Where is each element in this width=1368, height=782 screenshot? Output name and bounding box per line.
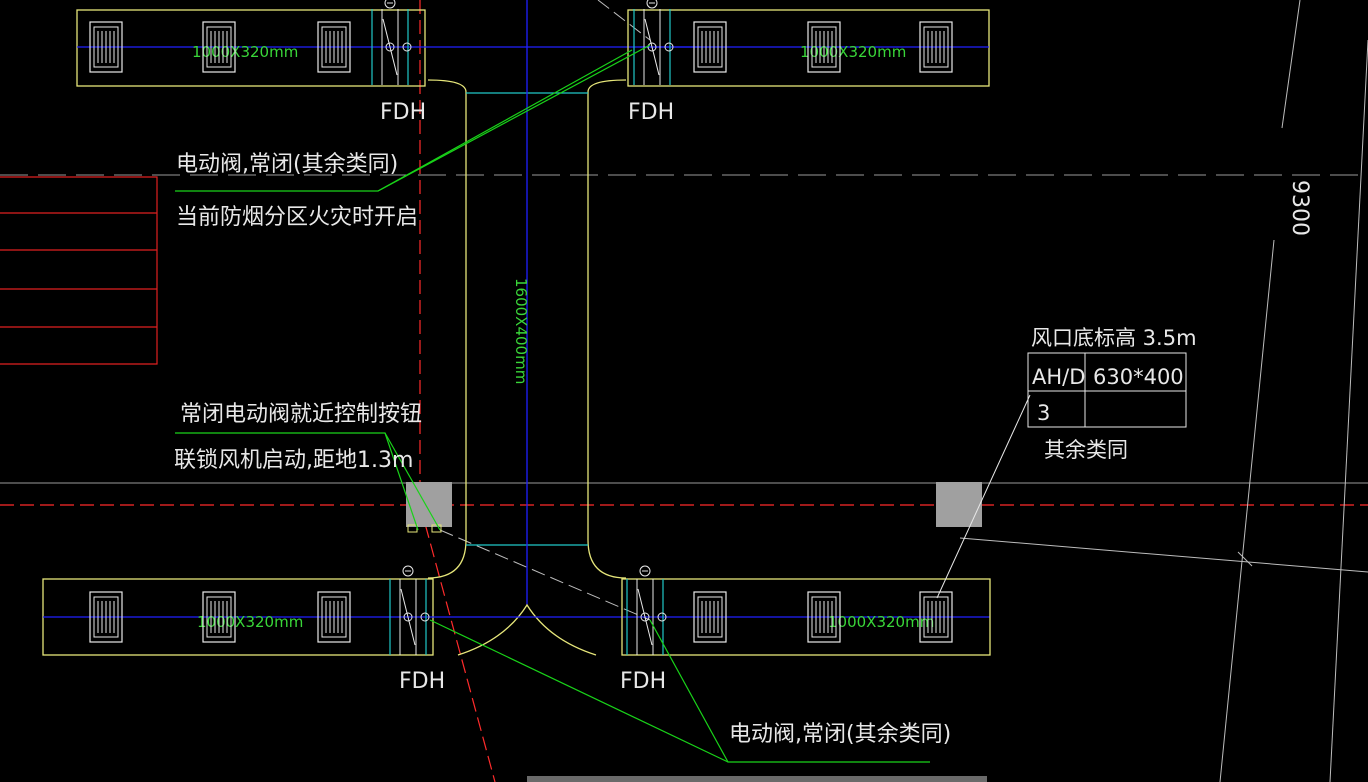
outlet-spec-table: 风口底标高 3.5m AH/D 630*400 3 其余类同 <box>1027 326 1197 462</box>
stair-block <box>0 176 158 365</box>
duct-size-bottom-left: 1000X320mm <box>197 613 303 631</box>
air-grille-icon <box>317 21 351 73</box>
vertical-duct-tee-curve <box>457 603 597 656</box>
air-grille-icon <box>807 21 841 73</box>
table-cell-qty: 3 <box>1037 401 1050 425</box>
fire-dampers <box>371 0 674 655</box>
leader-outlet-note <box>936 394 1031 599</box>
fdh-label-bottom-left: FDH <box>399 669 445 694</box>
valve-note-line-1: 电动阀,常闭(其余类同) <box>176 152 398 177</box>
outlet-elevation-title: 风口底标高 3.5m <box>1031 326 1197 350</box>
air-grilles <box>89 21 953 643</box>
air-grille-icon <box>919 21 953 73</box>
fire-damper-symbol <box>626 565 667 655</box>
tick-mark <box>1237 551 1253 567</box>
dashed-diagonal-top <box>597 0 651 41</box>
button-note-line-1: 常闭电动阀就近控制按钮 <box>180 402 422 427</box>
top-duct-left: 1000X320mm <box>76 9 700 87</box>
air-grille-icon <box>89 591 123 643</box>
fire-damper-symbol <box>371 0 412 85</box>
vertical-duct-left-top-curve <box>427 79 467 93</box>
duct-body <box>627 9 990 87</box>
vertical-duct: 1600X400mm <box>427 0 627 656</box>
table-border <box>1027 352 1187 428</box>
valve-note-line-2: 当前防烟分区火灾时开启 <box>176 205 418 230</box>
air-grille-icon <box>693 591 727 643</box>
dashed-diagonal <box>439 529 651 621</box>
air-grille-icon <box>317 591 351 643</box>
bottom-scroll-strip <box>527 776 987 782</box>
fdh-label-bottom-right: FDH <box>620 669 666 694</box>
dimension-9300: 9300 <box>1287 180 1312 236</box>
air-grille-icon <box>693 21 727 73</box>
leader-valve-note-top-2 <box>377 49 633 192</box>
red-axis-diagonal <box>419 504 496 782</box>
slanted-wall-line-3 <box>1329 39 1368 782</box>
air-grille-icon <box>89 21 123 73</box>
duct-body <box>76 9 426 87</box>
duct-size-vertical: 1600X400mm <box>512 278 530 384</box>
leader-lines <box>175 44 930 763</box>
fdh-label-top-right: FDH <box>628 100 674 125</box>
control-button-box-left <box>406 482 452 527</box>
leader-valve-note-bottom-2 <box>429 619 729 763</box>
duct-size-top-left: 1000X320mm <box>192 43 298 61</box>
slanted-wall-line-4 <box>959 537 1368 573</box>
vertical-duct-left-wall <box>427 92 467 579</box>
duct-size-bottom-right: 1000X320mm <box>828 613 934 631</box>
duct-body <box>621 578 991 656</box>
leader-button-note-2 <box>384 432 441 531</box>
control-button-box-right <box>936 482 982 527</box>
fire-damper-symbol <box>389 565 430 655</box>
stair-outline <box>0 176 158 365</box>
bottom-duct-right: 1000X320mm <box>621 578 991 656</box>
air-grille-icon <box>807 591 841 643</box>
valve-note-bottom: 电动阀,常闭(其余类同) <box>729 722 951 747</box>
outlet-note-others: 其余类同 <box>1044 438 1128 462</box>
top-duct-right: 1000X320mm <box>627 9 990 87</box>
table-cell-size: 630*400 <box>1093 365 1184 389</box>
duct-size-top-right: 1000X320mm <box>800 43 906 61</box>
button-note-line-2: 联锁风机启动,距地1.3m <box>174 448 413 473</box>
table-cell-type: AH/D <box>1032 365 1085 389</box>
fdh-label-top-left: FDH <box>380 100 426 125</box>
vertical-duct-right-top-curve <box>587 79 627 93</box>
air-grille-icon <box>919 591 953 643</box>
fire-damper-symbol <box>633 0 674 85</box>
slanted-wall-line-2 <box>1219 239 1275 782</box>
vertical-duct-right-wall <box>587 92 627 579</box>
air-grille-icon <box>202 21 236 73</box>
slanted-wall-line-1 <box>1281 0 1301 129</box>
air-grille-icon <box>202 591 236 643</box>
